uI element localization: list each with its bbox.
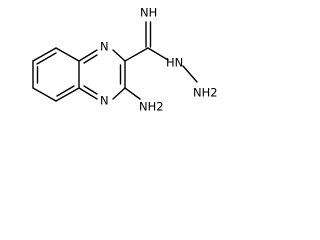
double-bond-n-top xyxy=(83,54,98,64)
atom-label-n-top: N xyxy=(100,40,109,54)
bond-benzene-top-right xyxy=(55,47,80,62)
bond-benzene-top-left xyxy=(32,47,57,62)
chemical-structure-diagram: N N NH HN NH2 NH2 xyxy=(32,6,218,114)
bond-c3-to-n-bottom xyxy=(112,87,126,100)
double-bond-benzene-bottom xyxy=(56,85,75,97)
double-bond-benzene-top xyxy=(36,52,57,65)
double-bond-n-bottom xyxy=(83,85,98,95)
bond-amidine-to-hydrazine xyxy=(147,47,169,61)
bond-n-bottom-to-fused xyxy=(78,87,98,100)
bond-hydrazine-n-n xyxy=(182,65,198,83)
atom-label-imine: NH xyxy=(140,6,157,20)
atom-label-amino: NH2 xyxy=(139,100,164,114)
bond-c3-to-amino xyxy=(124,87,141,100)
atom-label-hydrazine-nh: HN xyxy=(166,56,183,70)
bond-n-top-to-c2 xyxy=(112,49,126,62)
atom-label-terminal-amine: NH2 xyxy=(193,86,218,100)
bond-fused-to-n-top xyxy=(78,49,98,62)
bond-c2-to-amidine-carbon xyxy=(124,47,149,62)
bond-benzene-bottom-left xyxy=(32,87,57,102)
atom-label-n-bottom: N xyxy=(100,94,109,108)
bond-benzene-bottom-right xyxy=(55,87,80,102)
